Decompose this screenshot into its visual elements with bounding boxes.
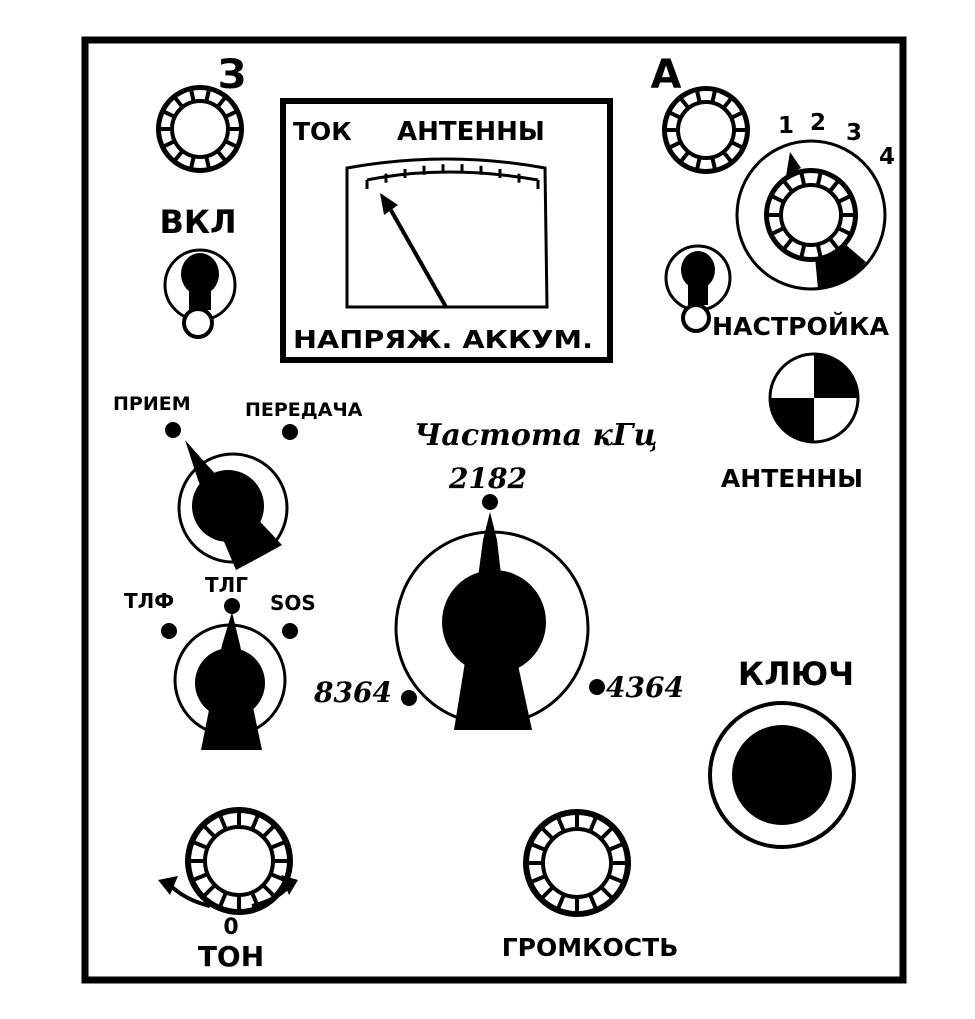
frequency-4364-dot (589, 679, 605, 695)
mode-type-selector-knob[interactable] (173, 612, 287, 750)
tuning-label: НАСТРОЙКА (712, 312, 890, 341)
telegraph-key-button[interactable] (708, 701, 856, 849)
type-sos-dot (282, 623, 298, 639)
power-switch-label: ВКЛ (159, 203, 236, 241)
connector-left-label: З (218, 52, 246, 98)
range-number-1: 1 (778, 113, 794, 139)
mode-receive-dot (165, 422, 181, 438)
range-selector-knob[interactable] (735, 139, 887, 291)
antenna-current-meter (280, 98, 613, 363)
meter-title-right: АНТЕННЫ (397, 117, 545, 147)
key-label: КЛЮЧ (738, 655, 854, 693)
volume-label: ГРОМКОСТЬ (502, 933, 679, 962)
mode-receive-label: ПРИЕМ (113, 393, 191, 415)
meter-bottom-label: НАПРЯЖ. АККУМ. (293, 325, 593, 354)
range-number-3: 3 (846, 120, 862, 146)
volume-knob[interactable] (523, 809, 631, 917)
mode-transmit-label: ПЕРЕДАЧА (245, 399, 363, 421)
type-sos-label: SOS (270, 591, 316, 615)
meter-needle (386, 204, 448, 308)
frequency-title: Частота кГц (414, 418, 658, 453)
range-number-2: 2 (810, 110, 826, 136)
frequency-8364-dot (401, 690, 417, 706)
meter-title-left: ТОК (293, 117, 352, 146)
type-telegraph-label: ТЛГ (205, 573, 248, 597)
power-toggle-switch[interactable] (163, 248, 237, 339)
range-pointer (786, 152, 801, 176)
antenna-terminal-knob[interactable] (662, 86, 750, 174)
tone-adjust-arrows (158, 875, 298, 908)
type-phone-label: ТЛФ (124, 589, 174, 613)
range-number-4: 4 (879, 144, 895, 170)
antenna-tuning-indicator (768, 352, 860, 444)
frequency-2182-label: 2182 (448, 462, 527, 495)
meter-needle-tip (380, 193, 398, 215)
frequency-selector-knob[interactable] (394, 512, 590, 730)
type-phone-dot (161, 623, 177, 639)
tone-knob[interactable] (185, 807, 293, 915)
frequency-2182-dot (482, 494, 498, 510)
antenna-label: АНТЕННЫ (721, 464, 863, 493)
tuning-toggle-switch[interactable] (664, 244, 732, 333)
tone-zero-label: 0 (223, 915, 238, 940)
frequency-8364-label: 8364 (313, 676, 392, 709)
connector-right-label: А (651, 52, 682, 98)
type-telegraph-dot (224, 598, 240, 614)
tone-label: ТОН (198, 940, 264, 973)
frequency-4364-label: 4364 (606, 671, 684, 704)
ground-terminal-knob[interactable] (156, 85, 244, 173)
mode-selector-knob[interactable] (177, 440, 289, 570)
mode-transmit-dot (282, 424, 298, 440)
